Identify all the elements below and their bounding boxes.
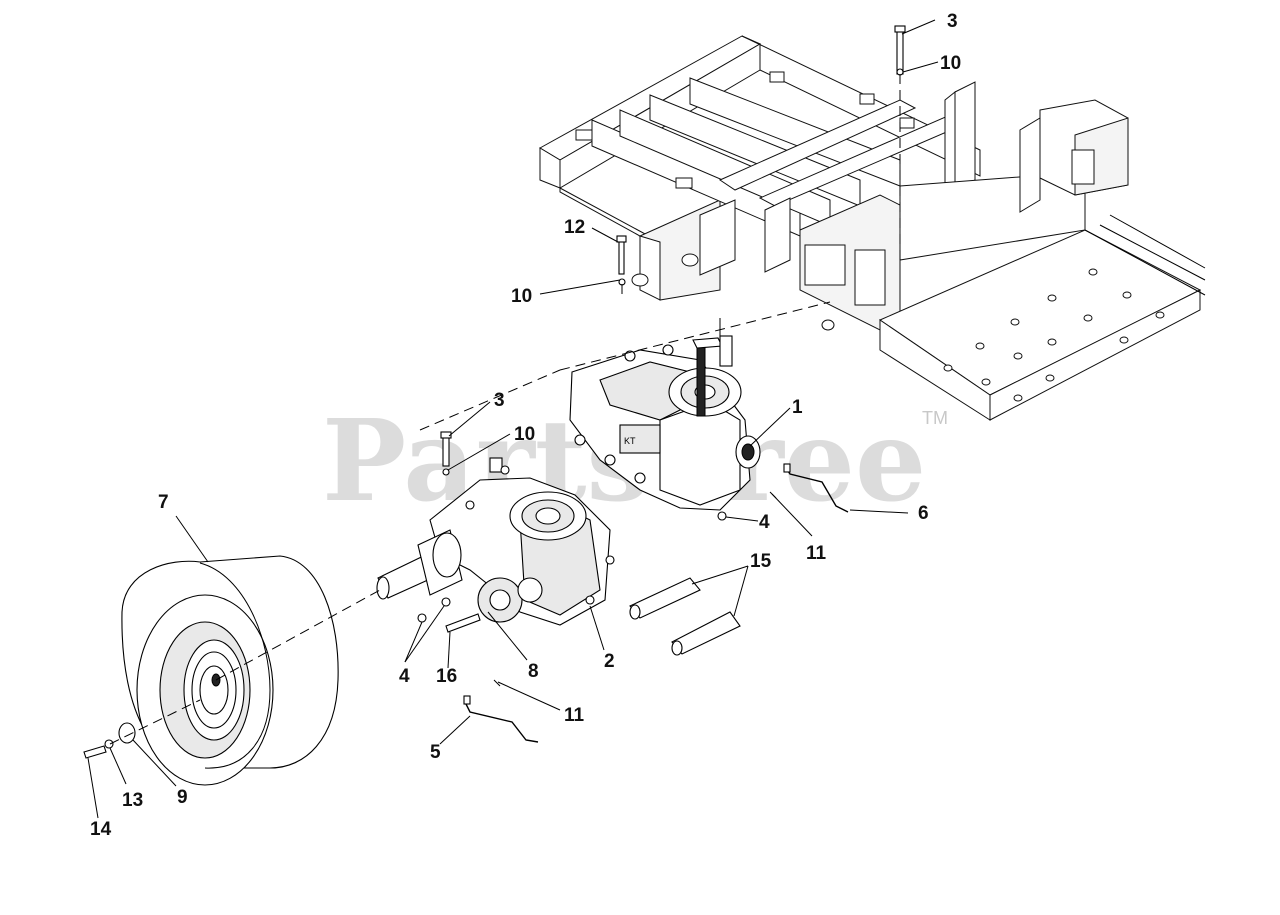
callout-labels: 3 10 12 10 3 10 1 4 6 11 15 7 4 16 8 2 1…	[90, 11, 961, 840]
callout-6: 6	[918, 503, 929, 524]
callout-4-left: 4	[399, 666, 410, 687]
callout-10-lower: 10	[514, 424, 535, 445]
callout-5: 5	[430, 742, 441, 763]
callout-10-top: 10	[940, 53, 961, 74]
callout-10-left: 10	[511, 286, 532, 307]
callout-11-left: 11	[564, 705, 585, 726]
callout-11-right: 11	[806, 543, 827, 564]
callout-9: 9	[177, 787, 188, 808]
chassis-frame	[538, 35, 1206, 421]
callout-3-top: 3	[947, 11, 958, 32]
callout-2: 2	[604, 651, 615, 672]
callout-13: 13	[122, 790, 143, 811]
watermark-trademark: TM	[922, 408, 948, 428]
svg-text:KT: KT	[624, 436, 636, 446]
callout-7: 7	[158, 492, 169, 513]
callout-1: 1	[792, 397, 803, 418]
transmission-2	[376, 457, 615, 626]
assembly-lines	[109, 74, 901, 745]
callout-12: 12	[564, 217, 585, 238]
callout-3-lower: 3	[494, 390, 505, 411]
callout-15: 15	[750, 551, 772, 572]
leader-lines	[87, 19, 939, 819]
callout-14: 14	[90, 819, 112, 840]
callout-16: 16	[436, 666, 457, 687]
deck-holes	[943, 268, 1165, 402]
tire-wheel	[121, 555, 339, 786]
transmission-1: KT	[569, 318, 761, 511]
callout-4-right: 4	[759, 512, 770, 533]
callout-8: 8	[528, 661, 539, 682]
